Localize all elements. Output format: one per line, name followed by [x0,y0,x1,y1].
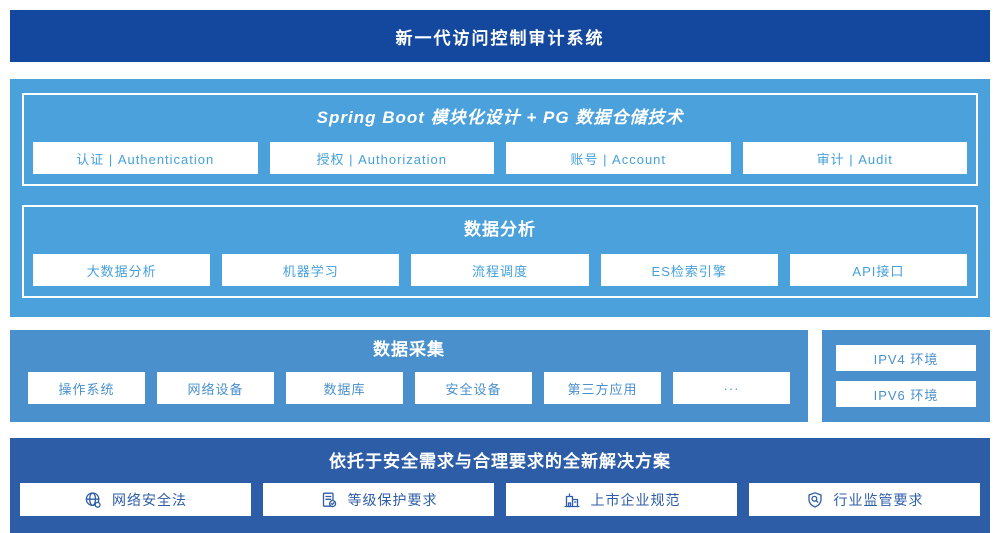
analysis-chip-row: 大数据分析 机器学习 流程调度 ES检索引擎 API接口 [33,254,968,286]
platform-container: Spring Boot 模块化设计 + PG 数据仓储技术 认证 | Authe… [10,79,990,317]
collection-chip-row: 操作系统 网络设备 数据库 安全设备 第三方应用 ··· [28,372,790,404]
chip-security-device: 安全设备 [415,372,532,404]
modules-panel: Spring Boot 模块化设计 + PG 数据仓储技术 认证 | Authe… [22,93,978,186]
chip-authentication: 认证 | Authentication [33,142,258,174]
document-check-icon [320,491,338,509]
chip-label: 上市企业规范 [590,491,681,508]
chip-authorization: 授权 | Authorization [269,142,494,174]
chip-ipv4-environment: IPV4 环境 [836,345,976,371]
modules-chip-row: 认证 | Authentication 授权 | Authorization 账… [33,142,967,174]
chip-audit: 审计 | Audit [742,142,967,174]
collection-panel: 数据采集 操作系统 网络设备 数据库 安全设备 第三方应用 ··· [10,330,808,422]
environment-panel: IPV4 环境 IPV6 环境 [822,330,990,422]
chip-cybersecurity-law: 网络安全法 [20,483,251,516]
system-title: 新一代访问控制审计系统 [395,28,605,48]
chip-network-device: 网络设备 [157,372,274,404]
solution-panel: 依托于安全需求与合理要求的全新解决方案 网络安全法 [10,438,990,533]
collection-panel-title: 数据采集 [373,340,445,359]
globe-icon [84,491,102,509]
chip-api-interface: API接口 [789,254,968,286]
chip-database: 数据库 [286,372,403,404]
chip-es-search-engine: ES检索引擎 [600,254,778,286]
chip-classified-protection: 等级保护要求 [263,483,494,516]
chip-industry-regulation: 行业监管要求 [749,483,980,516]
chip-machine-learning: 机器学习 [222,254,400,286]
system-title-banner: 新一代访问控制审计系统 [10,10,990,62]
chip-process-scheduling: 流程调度 [411,254,589,286]
shield-search-icon [806,491,824,509]
chip-bigdata-analysis: 大数据分析 [33,254,211,286]
chip-label: 行业监管要求 [833,491,924,508]
solution-chip-row: 网络安全法 等级保护要求 [20,483,980,516]
chip-listed-company: 上市企业规范 [506,483,737,516]
analysis-panel: 数据分析 大数据分析 机器学习 流程调度 ES检索引擎 API接口 [22,205,978,298]
collection-row: 数据采集 操作系统 网络设备 数据库 安全设备 第三方应用 ··· IPV4 环… [10,330,990,422]
solution-panel-title: 依托于安全需求与合理要求的全新解决方案 [329,452,671,471]
chip-operating-system: 操作系统 [28,372,145,404]
chip-third-party-app: 第三方应用 [544,372,661,404]
chip-ellipsis: ··· [673,372,790,404]
analysis-panel-title: 数据分析 [464,220,536,239]
modules-panel-title: Spring Boot 模块化设计 + PG 数据仓储技术 [316,108,684,127]
chip-label: 网络安全法 [112,491,187,508]
building-icon [563,491,581,509]
chip-account: 账号 | Account [506,142,731,174]
chip-label: 等级保护要求 [347,491,438,508]
chip-ipv6-environment: IPV6 环境 [836,381,976,407]
